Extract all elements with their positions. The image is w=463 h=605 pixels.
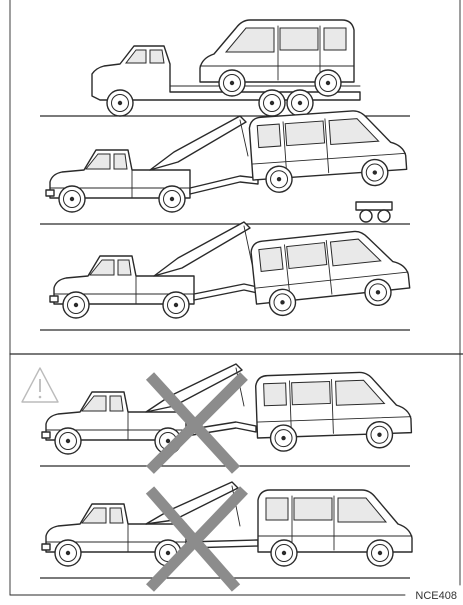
figure-code: NCE408 <box>415 590 457 602</box>
van-on-flatbed <box>200 20 354 96</box>
scene-wheel-lift-front <box>40 222 411 330</box>
scene-flatbed-tow <box>40 20 410 116</box>
towed-van <box>255 371 412 452</box>
scene-prohibited-sling-tow <box>40 482 412 588</box>
towed-van <box>249 107 408 194</box>
towed-van <box>250 226 411 318</box>
tow-truck <box>50 222 262 318</box>
warning-triangle-icon <box>22 368 58 402</box>
towed-van <box>258 490 412 566</box>
scene-wheel-lift-with-dollies <box>40 107 410 224</box>
tow-truck <box>46 116 258 212</box>
scene-prohibited-wheel-lift <box>40 364 412 470</box>
tow-dolly <box>356 202 392 222</box>
